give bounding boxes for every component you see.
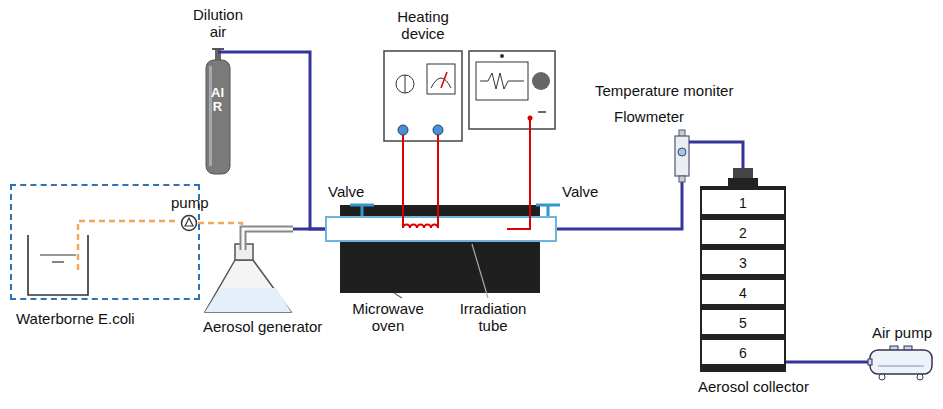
heater-wire: [437, 142, 439, 216]
collector-stage: 2: [700, 216, 786, 246]
air-duct: [786, 361, 868, 364]
irradiation-tube: Irradiation tube: [325, 216, 557, 242]
collector-stage: 6: [700, 336, 786, 366]
irradiation-tube-outline: [325, 216, 557, 242]
temperature-monitor-outline: [468, 50, 556, 130]
air-pump-outline: [868, 346, 934, 382]
stage-number: 3: [702, 255, 784, 271]
air-duct: [232, 52, 325, 229]
sensor-wire: [529, 130, 531, 216]
flowmeter-outline: [672, 130, 692, 182]
flowmeter: Flowmeter: [672, 130, 692, 182]
node-label: Aerosol collector: [698, 378, 848, 395]
node-label: Temperature moniter: [595, 82, 750, 99]
collector-stage: 1: [700, 186, 786, 216]
pump-symbol-outline: [180, 214, 198, 232]
temperature-monitor: Temperature moniter: [468, 50, 556, 130]
sample-pipe: [78, 221, 178, 270]
node-label: pump: [171, 194, 207, 211]
aerosol-generator-outline: [203, 226, 293, 314]
part-label: Valve: [328, 183, 364, 200]
air-pump: Air pump: [868, 346, 934, 382]
aerosol-collector: Aerosol collector123456: [700, 168, 786, 372]
air-duct: [692, 142, 743, 168]
collector-stage: 5: [700, 306, 786, 336]
stage-number: 5: [702, 315, 784, 331]
node-label: Flowmeter: [614, 108, 694, 125]
leader-line: [394, 293, 402, 298]
stage-number: 1: [702, 195, 784, 211]
aerosol-generator: Aerosol generator: [203, 226, 293, 314]
heating-device-outline: [383, 50, 463, 142]
air-duct: [557, 182, 682, 229]
sample-reservoir: Waterborne E.colipump: [10, 184, 200, 300]
node-label: Waterborne E.coli: [16, 310, 201, 327]
stage-number: 4: [702, 285, 784, 301]
heater-wire: [402, 142, 404, 216]
sample-line: [198, 223, 242, 226]
cylinder-marking: AIR: [211, 86, 224, 115]
node-label: Air pump: [862, 324, 942, 341]
node-label: Irradiation tube: [453, 300, 533, 335]
stage-number: 2: [702, 225, 784, 241]
stage-number: 6: [702, 345, 784, 361]
heating-device: Heating device: [383, 50, 463, 142]
node-label: Aerosol generator: [203, 318, 363, 335]
air-cylinder: Dilution airAIR: [204, 48, 232, 176]
pump-symbol: pump: [180, 214, 198, 232]
collector-stage: 3: [700, 246, 786, 276]
node-label: Dilution air: [188, 6, 248, 41]
node-label: Microwave oven: [348, 300, 428, 335]
collector-stage: 4: [700, 276, 786, 306]
part-label: Valve: [562, 183, 598, 200]
node-label: Heating device: [378, 8, 468, 43]
